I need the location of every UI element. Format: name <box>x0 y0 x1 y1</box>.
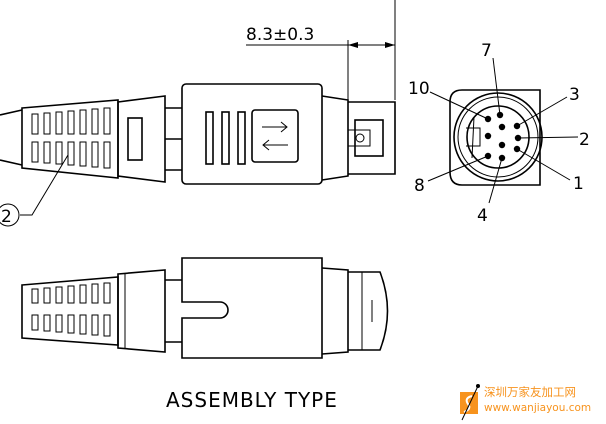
callout-2: 2 <box>0 154 69 227</box>
watermark-url: www.wanjiayou.com <box>484 402 592 414</box>
pin-face-view: 7 10 3 2 1 8 4 <box>408 41 590 226</box>
pin-label-3: 3 <box>569 85 580 105</box>
connector-side-view <box>21 257 389 359</box>
pin-label-2: 2 <box>579 130 590 150</box>
pin-label-7: 7 <box>481 41 492 61</box>
dimension-8-3: 8.3±0.3 <box>246 0 396 100</box>
watermark: 深圳万家友加工网 www.wanjiayou.com <box>458 382 606 422</box>
watermark-chinese-text: 深圳万家友加工网 <box>484 385 576 399</box>
drawing-title: ASSEMBLY TYPE <box>166 388 338 412</box>
direction-arrows-icon <box>251 109 299 163</box>
pins <box>484 111 522 162</box>
pin-label-4: 4 <box>477 206 488 226</box>
pin-label-1: 1 <box>573 174 584 194</box>
pin-label-10: 10 <box>408 79 430 99</box>
pin-label-8: 8 <box>414 176 425 196</box>
watermark-logo-icon <box>460 384 480 421</box>
connector-top-view <box>0 83 396 185</box>
callout-label: 2 <box>1 207 12 227</box>
dimension-label: 8.3±0.3 <box>246 25 314 45</box>
